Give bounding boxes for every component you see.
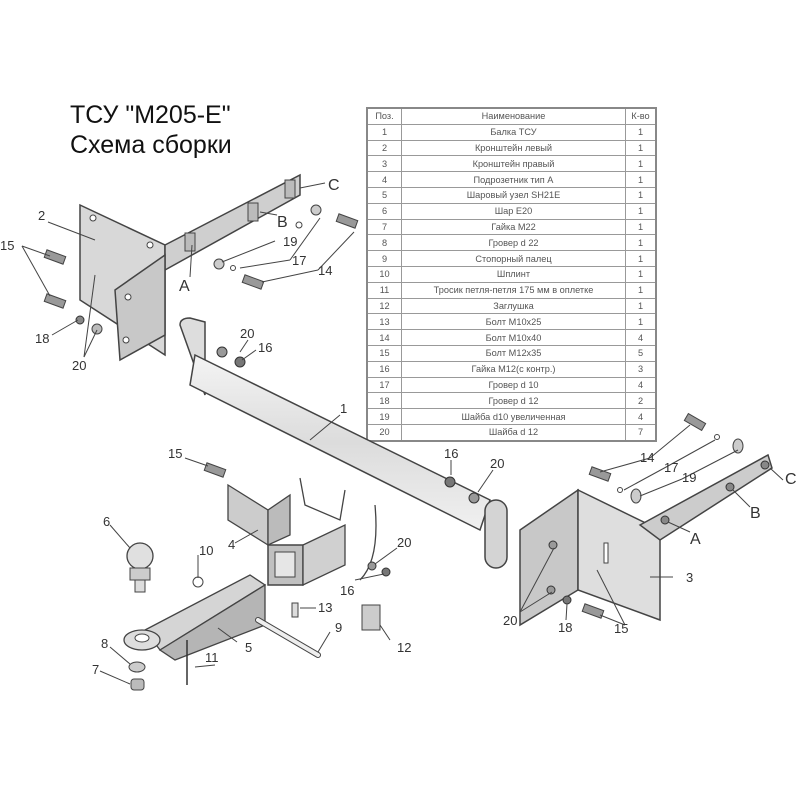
header-qty: К-во — [625, 107, 657, 125]
ball-mount — [123, 574, 267, 685]
callout-20-receiver: 20 — [397, 535, 411, 550]
callout-10: 10 — [199, 543, 213, 558]
diagram-title: ТСУ "M205-E" Схема сборки — [70, 100, 232, 160]
callout-18-left: 18 — [35, 331, 49, 346]
callout-20-right: 20 — [503, 613, 517, 628]
callout-20-beam: 20 — [490, 456, 504, 471]
mount-point-c-left: C — [328, 177, 340, 194]
callout-13: 13 — [318, 600, 332, 615]
callout-3: 3 — [686, 570, 693, 585]
callout-15-middle: 15 — [168, 446, 182, 461]
leader-lines — [21, 182, 784, 685]
title-model: ТСУ "M205-E" — [70, 101, 231, 129]
cell-qty: 4 — [625, 329, 657, 346]
callout-12: 12 — [397, 640, 411, 655]
callout-15-right: 15 — [614, 621, 628, 636]
mount-point-a-left: A — [179, 278, 190, 295]
mount-point-c-right: C — [785, 471, 797, 488]
callout-19-right: 19 — [682, 470, 696, 485]
callout-2: 2 — [38, 208, 45, 223]
receiver — [267, 523, 346, 587]
callout-5: 5 — [245, 640, 252, 655]
callout-9: 9 — [335, 620, 342, 635]
callout-15-left: 15 — [0, 238, 14, 253]
fasteners — [43, 249, 480, 691]
callout-17-right: 17 — [664, 460, 678, 475]
callout-20-top: 20 — [240, 326, 254, 341]
callout-19-left: 19 — [283, 234, 297, 249]
header-name: Наименование — [401, 107, 626, 125]
cell-qty: 7 — [625, 423, 657, 442]
mount-point-b-right: B — [750, 505, 761, 522]
callout-4: 4 — [228, 537, 235, 552]
callout-14-right: 14 — [640, 450, 654, 465]
title-subtitle: Схема сборки — [70, 131, 232, 159]
callout-16-beam: 16 — [444, 446, 458, 461]
mount-point-a-right: A — [690, 531, 701, 548]
callout-18-right: 18 — [558, 620, 572, 635]
callout-6: 6 — [103, 514, 110, 529]
callout-1: 1 — [340, 401, 347, 416]
callout-17-left: 17 — [292, 253, 306, 268]
callout-20-left: 20 — [72, 358, 86, 373]
callout-16-receiver: 16 — [340, 583, 354, 598]
callout-16-top: 16 — [258, 340, 272, 355]
callout-14-left: 14 — [318, 263, 332, 278]
callout-8: 8 — [101, 636, 108, 651]
tow-ball — [126, 542, 154, 593]
beam — [179, 317, 508, 581]
cell-name: Шайба d 12 — [401, 423, 626, 442]
socket-holder — [227, 483, 291, 547]
mount-point-b-left: B — [277, 214, 288, 231]
left-bracket — [79, 173, 301, 362]
callout-11: 11 — [205, 650, 219, 665]
table-header-row: Поз. Наименование К-во — [366, 107, 657, 125]
cell-qty: 3 — [625, 360, 657, 378]
callout-7: 7 — [92, 662, 99, 677]
